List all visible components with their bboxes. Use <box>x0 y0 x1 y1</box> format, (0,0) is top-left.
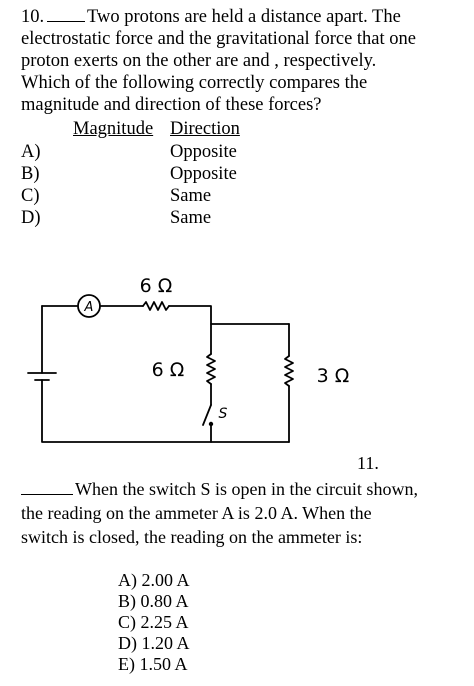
option-c-letter[interactable]: C) <box>21 186 40 206</box>
answer-blank-11[interactable] <box>21 481 73 495</box>
question-10-line-2: electrostatic force and the gravitationa… <box>21 29 416 49</box>
r-right-label: 3 Ω <box>317 365 350 387</box>
resistor-left-zigzag <box>206 353 216 385</box>
choice-a[interactable]: A) 2.00 A <box>118 570 190 590</box>
switch-blade <box>202 404 212 426</box>
choice-b[interactable]: B) 0.80 A <box>118 591 189 611</box>
wire-left-lower <box>41 379 290 443</box>
option-d-direction: Same <box>170 208 212 228</box>
option-a-direction: Opposite <box>170 142 237 162</box>
answer-blank-10[interactable] <box>47 8 85 22</box>
option-directions: Opposite Opposite Same Same <box>170 141 237 229</box>
question-10-line-5: magnitude and direction of these forces? <box>21 95 322 115</box>
option-letters: A) B) C) D) <box>21 141 41 229</box>
choice-d[interactable]: D) 1.20 A <box>118 633 190 653</box>
ammeter-label: A <box>84 300 94 315</box>
question-10: 10.Two protons are held a distance apart… <box>21 6 471 116</box>
option-a-letter[interactable]: A) <box>21 142 41 162</box>
option-b-direction: Opposite <box>170 164 237 184</box>
wire-to-parallel <box>168 305 290 325</box>
choice-e[interactable]: E) 1.50 A <box>118 654 188 674</box>
question-11-line-1: When the switch S is open in the circuit… <box>21 477 471 501</box>
ammeter-icon <box>77 294 101 318</box>
question-10-line-1: 10.Two protons are held a distance apart… <box>21 7 401 27</box>
option-b-letter[interactable]: B) <box>21 164 40 184</box>
r-left-label: 6 Ω <box>152 359 185 381</box>
question-10-line-3: proton exerts on the other are and , res… <box>21 51 377 71</box>
magnitude-header: Magnitude <box>73 119 154 139</box>
question-10-number: 10. <box>21 7 45 27</box>
r-series-label: 6 Ω <box>140 275 173 297</box>
question-11-line-2: the reading on the ammeter A is 2.0 A. W… <box>21 503 372 523</box>
question-11-text: When the switch S is open in the circuit… <box>21 477 471 549</box>
option-d-letter[interactable]: D) <box>21 208 41 228</box>
switch-label: S <box>219 406 228 422</box>
switch-pivot <box>208 421 214 427</box>
resistor-right-zigzag <box>284 355 294 387</box>
question-11-number: 11. <box>357 453 379 473</box>
direction-header: Direction <box>170 119 240 139</box>
choice-c[interactable]: C) 2.25 A <box>118 612 189 632</box>
option-c-direction: Same <box>170 186 212 206</box>
question-10-line-4: Which of the following correctly compare… <box>21 73 368 93</box>
question-11-line-3: switch is closed, the reading on the amm… <box>21 527 363 547</box>
resistor-series-zigzag <box>142 301 170 311</box>
answer-choices: A) 2.00 A B) 0.80 A C) 2.25 A D) 1.20 A … <box>118 570 190 675</box>
